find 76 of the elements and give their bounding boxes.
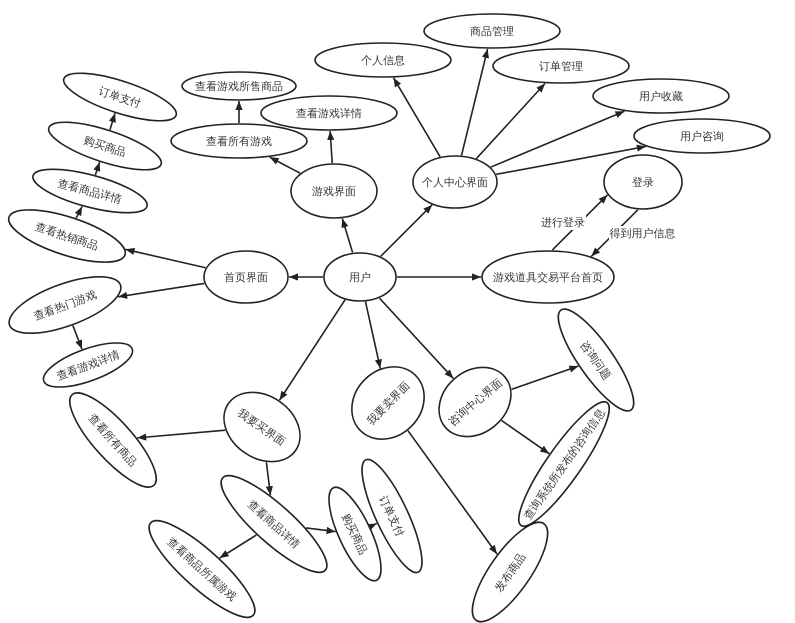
node-label: 购买商品 bbox=[82, 132, 128, 160]
node-label: 咨询中心界面 bbox=[444, 375, 506, 429]
arrow bbox=[219, 534, 257, 559]
arrow bbox=[380, 204, 433, 257]
node-label: 订单支付 bbox=[376, 492, 408, 540]
arrow bbox=[118, 282, 204, 299]
arrow bbox=[501, 420, 550, 454]
arrow bbox=[364, 302, 382, 369]
arrow bbox=[378, 298, 454, 379]
node-label: 登录 bbox=[632, 174, 654, 190]
ellipse-node bbox=[181, 71, 297, 101]
arrow bbox=[397, 273, 481, 281]
node-label: 首页界面 bbox=[224, 270, 268, 284]
edge-label: 得到用户信息 bbox=[608, 226, 677, 241]
node-label: 个人中心界面 bbox=[422, 174, 488, 190]
arrow bbox=[341, 218, 354, 253]
node-label: 查看所有商品 bbox=[85, 410, 141, 470]
node-label: 查看商品所属游戏 bbox=[164, 534, 240, 604]
node-label: 查看所有游戏 bbox=[206, 134, 272, 148]
node-label: 我要卖界面 bbox=[363, 378, 413, 428]
node-label: 查看商品详情 bbox=[56, 175, 124, 207]
ellipse-node bbox=[423, 13, 561, 49]
arrow bbox=[407, 430, 498, 555]
node-label: 查看热销商品 bbox=[33, 218, 101, 254]
ellipse-node bbox=[592, 78, 730, 114]
arrow bbox=[108, 113, 116, 130]
ellipse-node bbox=[323, 252, 397, 302]
arrow bbox=[235, 101, 243, 123]
node-label: 用户收藏 bbox=[639, 88, 683, 104]
ellipse-node bbox=[603, 154, 683, 210]
arrow bbox=[74, 206, 83, 218]
node-label: 发布商品 bbox=[491, 550, 529, 594]
arrow bbox=[93, 162, 100, 176]
arrow bbox=[306, 526, 336, 534]
arrow bbox=[367, 522, 378, 531]
node-label: 用户 bbox=[349, 270, 371, 284]
node-label: 咨询问题 bbox=[577, 338, 615, 382]
arrow bbox=[278, 299, 346, 401]
node-label: 查看游戏详情 bbox=[296, 106, 362, 120]
ellipse-node bbox=[633, 118, 771, 154]
ellipse-node bbox=[260, 95, 398, 131]
arrow bbox=[496, 144, 646, 176]
edge-label: 进行登录 bbox=[540, 214, 586, 230]
node-label: 商品管理 bbox=[470, 24, 514, 38]
arrow bbox=[476, 82, 546, 160]
ellipse-node bbox=[203, 250, 289, 304]
arrow bbox=[269, 156, 300, 174]
node-label: 游戏界面 bbox=[312, 184, 356, 198]
node-label: 个人信息 bbox=[361, 52, 405, 68]
arrow bbox=[460, 48, 489, 156]
node-label: 查询系统所发布的咨询信息 bbox=[520, 406, 608, 522]
node-label: 查看商品详情 bbox=[244, 496, 304, 552]
arrow bbox=[289, 273, 323, 281]
node-label: 查看热门游戏 bbox=[31, 286, 99, 324]
ellipse-node bbox=[492, 48, 630, 84]
ellipse-node bbox=[481, 250, 615, 304]
node-label: 购买商品 bbox=[338, 510, 372, 558]
arrow bbox=[490, 110, 625, 168]
node-label: 用户咨询 bbox=[680, 128, 724, 144]
arrow bbox=[511, 365, 579, 390]
node-label: 我要买界面 bbox=[235, 405, 289, 449]
arrow bbox=[327, 130, 334, 164]
ellipse-node bbox=[412, 155, 498, 209]
node-label: 游戏道具交易平台首页 bbox=[493, 270, 603, 284]
arrow bbox=[392, 77, 441, 158]
node-label: 查看游戏详情 bbox=[54, 346, 122, 384]
node-label: 订单支付 bbox=[96, 83, 144, 111]
ellipse-node bbox=[290, 163, 378, 219]
node-label: 查看游戏所售商品 bbox=[195, 78, 283, 94]
node-label: 订单管理 bbox=[539, 58, 583, 74]
ellipse-node bbox=[314, 42, 452, 78]
arrow bbox=[72, 325, 83, 350]
ellipse-node bbox=[170, 123, 308, 159]
arrow bbox=[137, 429, 226, 441]
arrow bbox=[125, 248, 206, 269]
arrow bbox=[266, 462, 273, 496]
